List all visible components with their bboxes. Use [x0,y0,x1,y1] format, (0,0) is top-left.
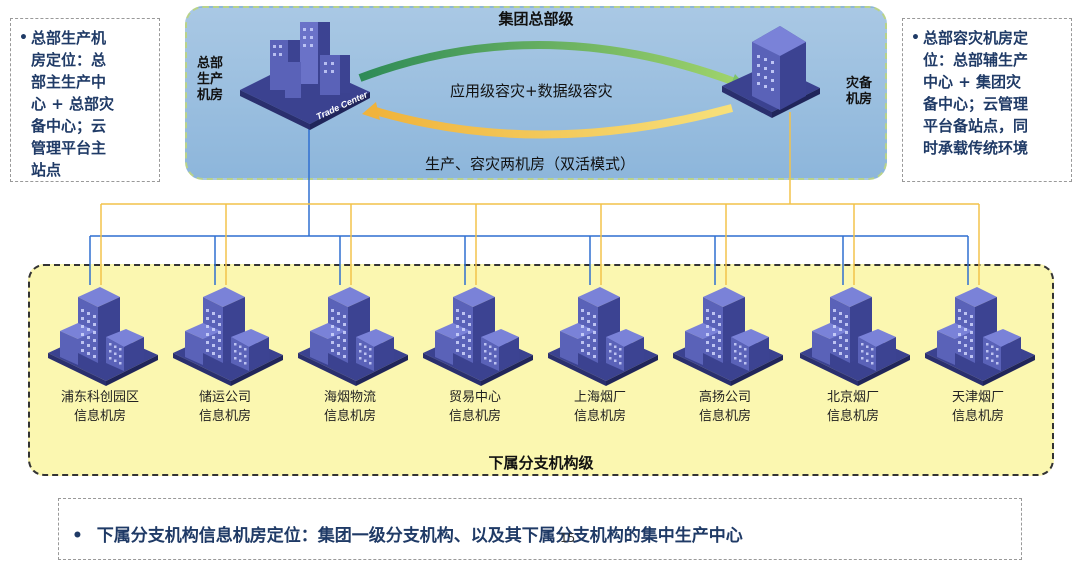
branch-title: 下属分支机构级 [488,454,594,472]
arc-bottom-label: 生产、容灾两机房（双活模式） [425,155,636,173]
callout-bullet: • [911,30,920,46]
branch-building-icon [548,287,658,386]
branch-label: 储运公司信息机房 [198,390,251,424]
hq-dr-room-label: 灾备 机房 [846,76,873,107]
callout-bullet: • [19,30,28,46]
right-callout: • 总部容灾机房定 位：总部辅生产 中心 + 集团灾 备中心；云管理 平台备站点… [902,18,1072,182]
hq-title: 集团总部级 [498,10,574,28]
branch-label: 海烟物流信息机房 [323,390,376,424]
arc-top [358,41,737,86]
branch-label: 天津烟厂信息机房 [951,390,1004,424]
branch-label: 浦东科创园区信息机房 [60,390,139,424]
branch-building-icon [925,287,1035,386]
bottom-bullet: • [72,526,83,546]
branch-label: 上海烟厂信息机房 [573,390,626,424]
branch-label: 高扬公司信息机房 [698,390,751,424]
arc-top-label: 应用级容灾+数据级容灾 [450,82,613,100]
arc-bottom [370,104,734,139]
branch-label: 北京烟厂信息机房 [826,390,879,424]
hq-main-room-label: 总部 生产 机房 [197,56,224,103]
left-callout: • 总部生产机 房定位：总 部主生产中 心 + 总部灾 备中心；云 管理平台主 … [10,18,160,182]
branch-building-icon [173,287,283,386]
branch-building-icon [48,287,158,386]
bottom-callout [58,498,1022,560]
arc-bottom-arrow [362,102,380,120]
page-number: 15 [560,531,576,545]
hq-main-building-icon: Trade Center [240,22,370,130]
branch-label: 贸易中心信息机房 [448,390,501,424]
branch-building-icon [800,287,910,386]
branch-building-icon [423,287,533,386]
branch-building-icon [673,287,783,386]
bottom-text: • 下属分支机构信息机房定位：集团一级分支机构、以及其下属分支机构的集中生产中心 [72,526,743,546]
hq-dr-building-icon [722,26,820,118]
drop-lines [89,204,980,285]
branch-building-icon [298,287,408,386]
